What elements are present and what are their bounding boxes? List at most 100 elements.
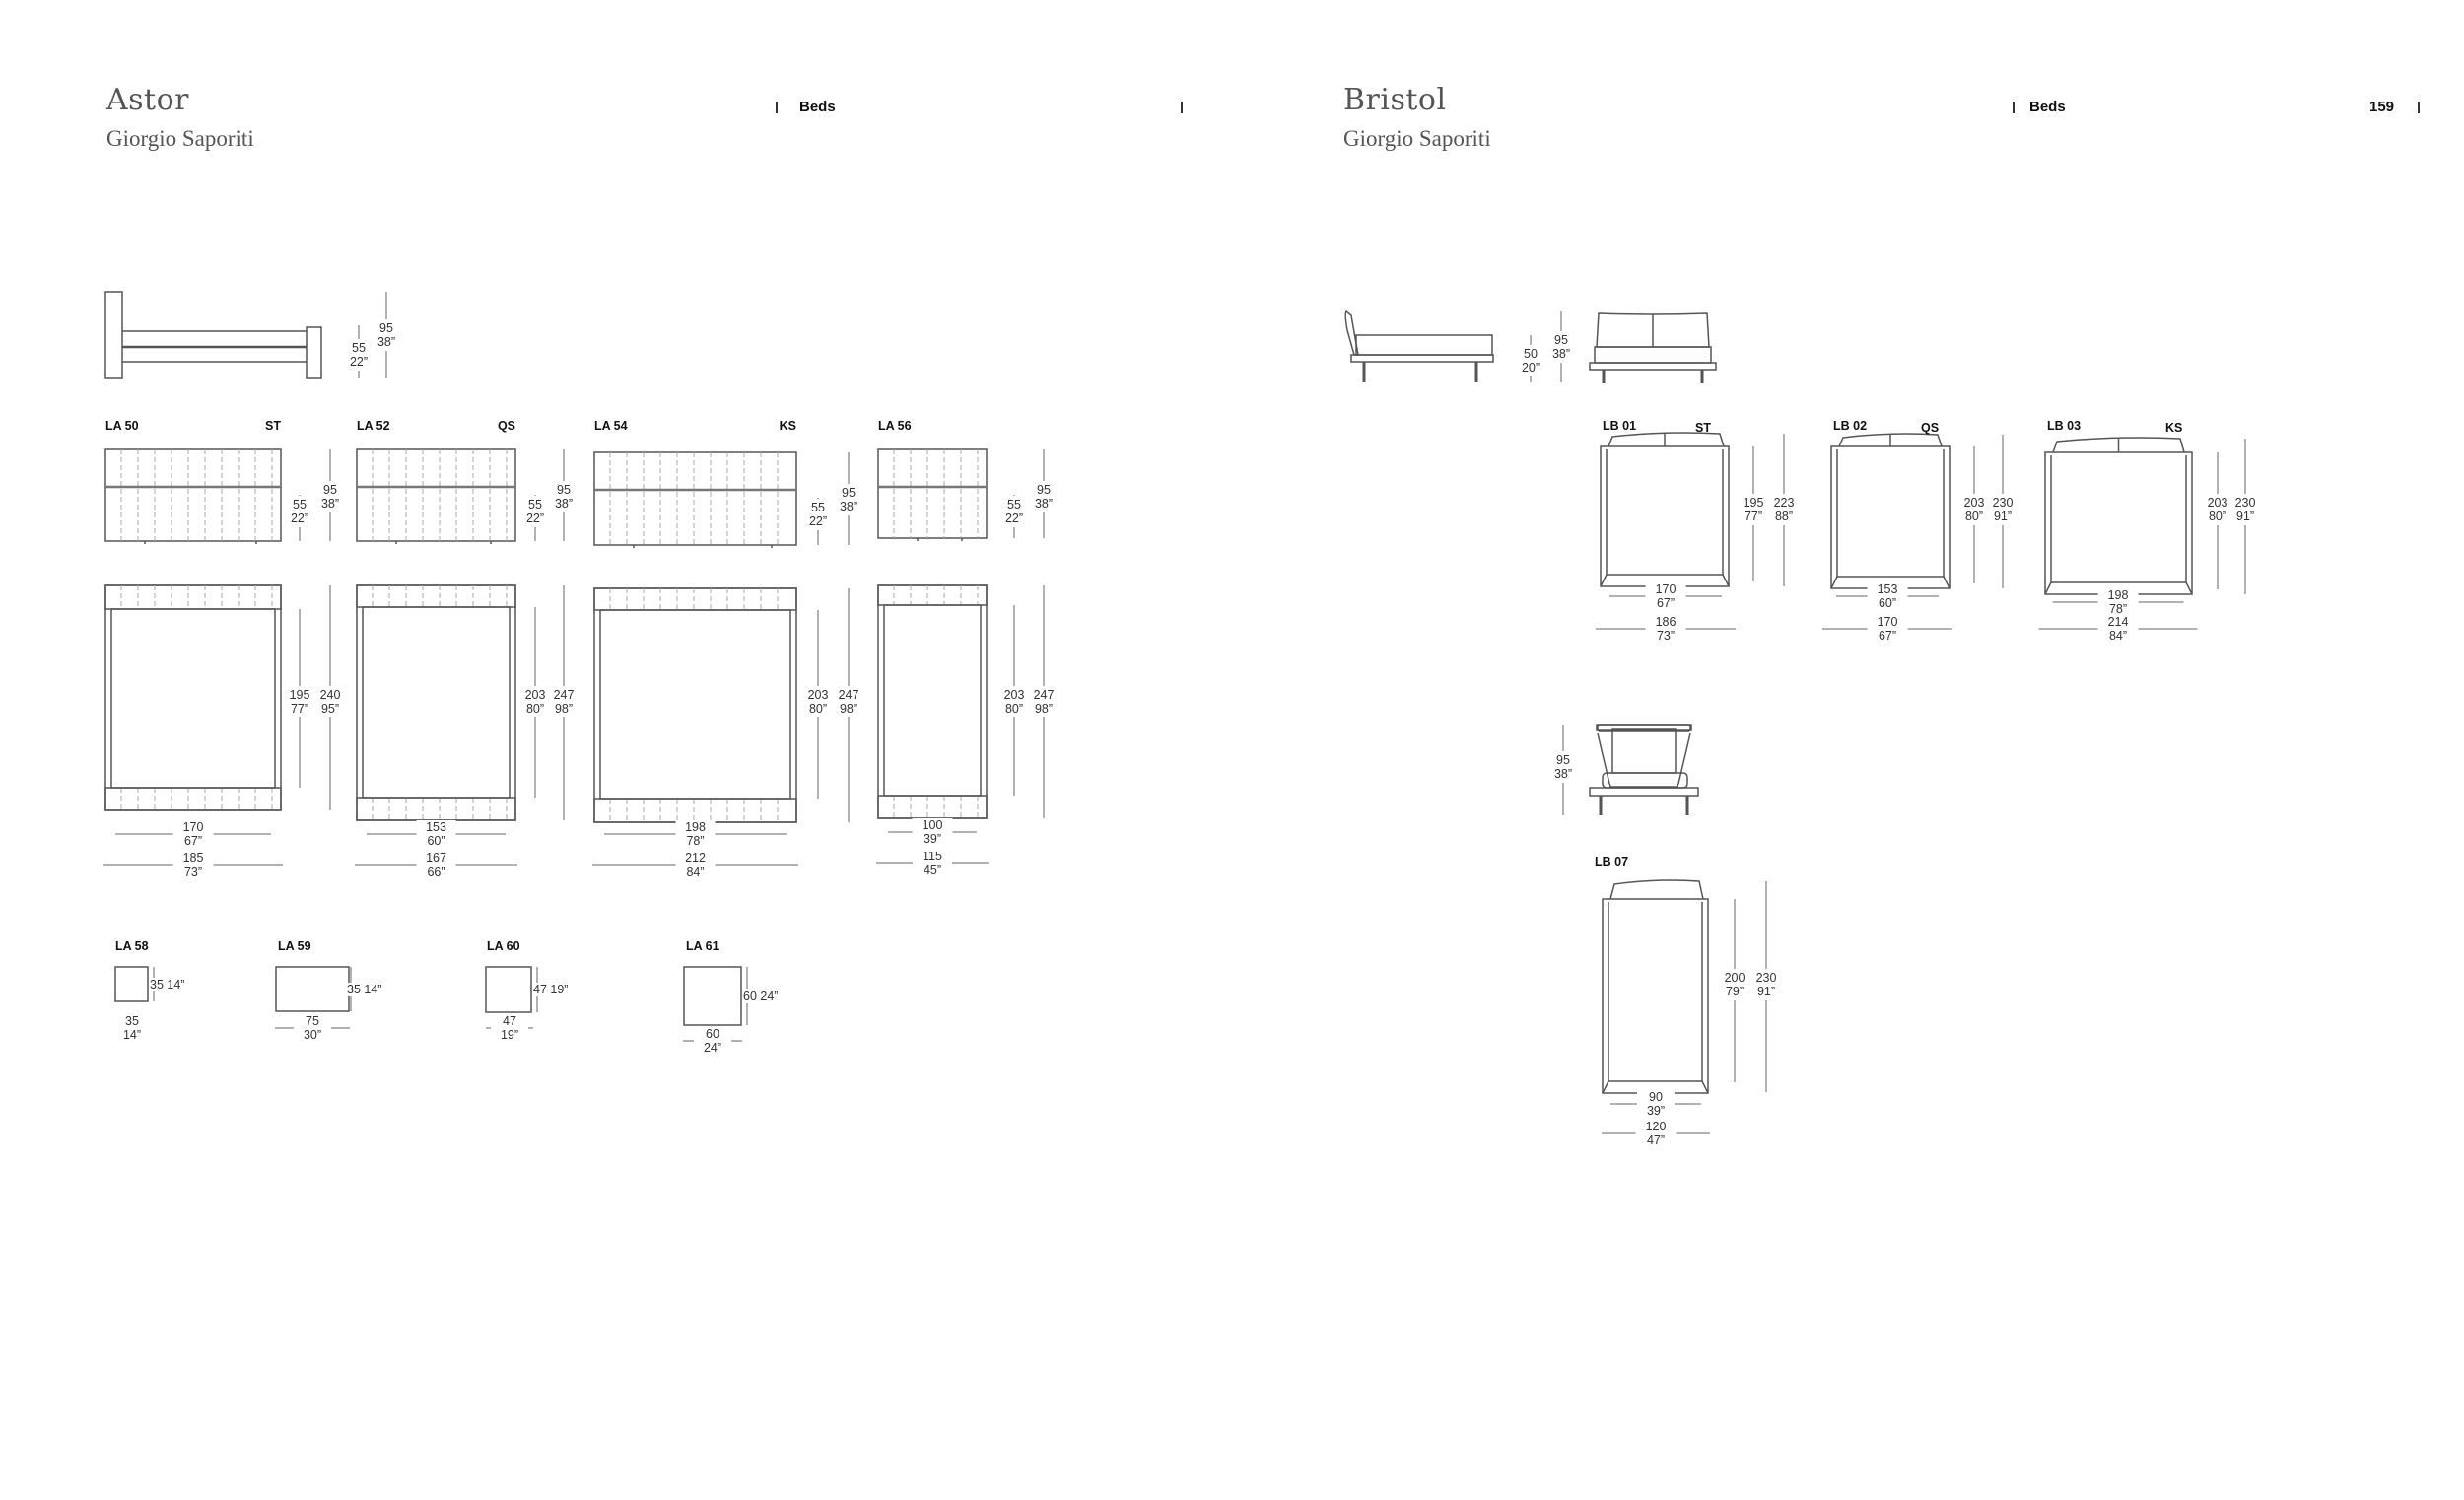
dimension-cm: 170 bbox=[1655, 582, 1677, 596]
frame-corner bbox=[1600, 574, 1608, 587]
dimension-inch: 98” bbox=[839, 702, 858, 716]
dimension-cm: 200 bbox=[1724, 971, 1745, 985]
dimension-cm: 230 bbox=[1992, 496, 2014, 510]
bristol-side-mattress bbox=[1355, 334, 1493, 356]
footboard-plan bbox=[593, 798, 797, 823]
model-code: LA 52 bbox=[357, 419, 390, 433]
single-front-top bbox=[1596, 724, 1692, 731]
dimension-inch: 80” bbox=[525, 702, 545, 716]
dimension-cm: 100 bbox=[922, 818, 943, 832]
model-code: LA 54 bbox=[594, 419, 628, 433]
dimension-inch: 80” bbox=[808, 702, 828, 716]
dimension-inch: 47” bbox=[1646, 1133, 1666, 1147]
mattress-plan bbox=[1836, 449, 1945, 578]
model-code: LA 50 bbox=[105, 419, 139, 433]
bed-plan-view bbox=[356, 584, 516, 821]
bristol-front-backrest bbox=[1596, 312, 1710, 348]
dimension-inch: 39” bbox=[923, 832, 942, 846]
headboard-plan bbox=[1608, 432, 1725, 447]
model-code: LB 07 bbox=[1595, 855, 1629, 869]
page-title-bristol: Bristol bbox=[1343, 83, 1447, 117]
dimension-cm: 212 bbox=[685, 852, 706, 865]
dimension-cm: 95 bbox=[1556, 753, 1570, 767]
headboard-front-view bbox=[104, 448, 282, 542]
dimension-inch: 45” bbox=[923, 863, 942, 877]
dimension-cm: 50 bbox=[1524, 347, 1538, 361]
model-size: KS bbox=[2165, 421, 2183, 435]
dimension-inch: 67” bbox=[1878, 629, 1897, 643]
dimension-cm: 203 bbox=[1003, 688, 1025, 702]
dimension-cm: 185 bbox=[182, 852, 204, 865]
dimension-inch: 77” bbox=[1744, 510, 1763, 523]
dimension-inch: 73” bbox=[183, 865, 203, 879]
model-code: LB 02 bbox=[1833, 419, 1868, 433]
bed-plan-view bbox=[1600, 445, 1730, 587]
single-front-backrest bbox=[1611, 728, 1677, 774]
dimension-cm: 203 bbox=[807, 688, 829, 702]
astor-side-headboard bbox=[104, 291, 123, 379]
dimension-cm: 214 bbox=[2107, 615, 2129, 629]
dimension-inch: 38” bbox=[839, 500, 858, 513]
dimension-cm: 230 bbox=[1755, 971, 1777, 985]
dimension-cm: 120 bbox=[1645, 1120, 1667, 1133]
header-divider bbox=[1181, 102, 1183, 113]
bristol-side-base bbox=[1350, 354, 1494, 363]
header-divider bbox=[2013, 102, 2015, 113]
model-size: KS bbox=[779, 419, 796, 433]
model-code: LA 56 bbox=[878, 419, 912, 433]
dimension-inch: 80” bbox=[1964, 510, 1984, 523]
accessory-plan bbox=[114, 966, 149, 1002]
dimension-inch: 88” bbox=[1774, 510, 1794, 523]
mattress-plan bbox=[110, 608, 276, 789]
astor-side-footboard bbox=[306, 326, 322, 379]
mattress-plan bbox=[599, 609, 791, 800]
dimension-cm: 203 bbox=[524, 688, 546, 702]
dimension-cm: 90 bbox=[1649, 1090, 1663, 1104]
dimension-cm: 95 bbox=[323, 483, 337, 497]
dimension-inch: 38” bbox=[320, 497, 340, 511]
dimension-inch: 78” bbox=[2108, 602, 2128, 616]
headboard-plan bbox=[593, 587, 797, 611]
dimension-cm: 223 bbox=[1773, 496, 1795, 510]
bed-plan-view bbox=[877, 584, 988, 819]
accessory-code: LA 59 bbox=[278, 939, 311, 953]
bed-plan-view bbox=[2044, 451, 2193, 595]
dimension-inch: 38” bbox=[1553, 767, 1573, 781]
frame-corner bbox=[1722, 574, 1730, 587]
model-code: LB 01 bbox=[1603, 419, 1637, 433]
mattress-plan bbox=[362, 606, 511, 799]
dimension-cm: 186 bbox=[1655, 615, 1677, 629]
dimension-inch: 66” bbox=[427, 865, 445, 879]
dimension-cm: 55 bbox=[1007, 498, 1021, 511]
dimension-cm: 55 bbox=[528, 498, 542, 511]
dimension-inch: 60” bbox=[427, 834, 445, 848]
designer-name: Giorgio Saporiti bbox=[1343, 126, 1491, 151]
frame-corner bbox=[2044, 581, 2052, 595]
dimension-inch: 67” bbox=[1656, 596, 1676, 610]
dimension-label: 60 24” bbox=[743, 989, 779, 1003]
mattress-plan bbox=[883, 604, 982, 797]
dimension-cm: 240 bbox=[319, 688, 341, 702]
bristol-front-base bbox=[1589, 362, 1717, 371]
frame-corner bbox=[2185, 581, 2193, 595]
bed-plan-view bbox=[104, 584, 282, 811]
